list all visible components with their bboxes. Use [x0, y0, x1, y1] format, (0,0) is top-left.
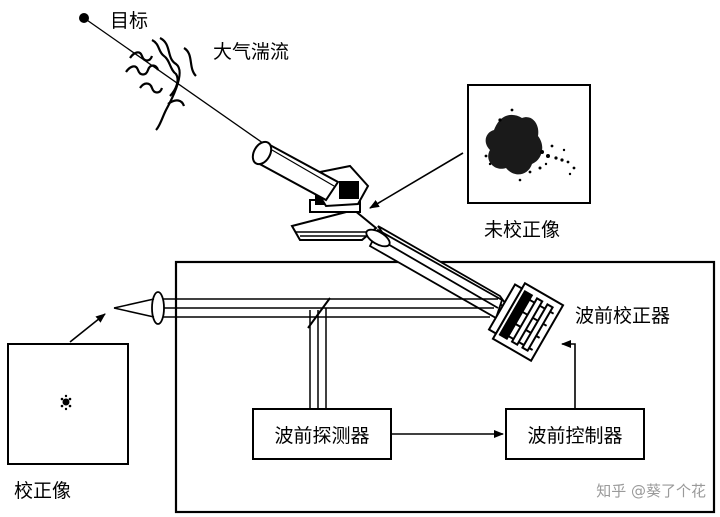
wavefront-controller-box	[505, 408, 645, 460]
watermark: 知乎 @葵了个花	[596, 482, 706, 500]
vertical-beam	[309, 308, 327, 409]
controller-to-corrector-arrow	[561, 340, 576, 409]
instrument-box	[174, 260, 716, 514]
uncorrected-image-label: 未校正像	[484, 219, 560, 241]
corrected-image-arrow	[69, 313, 106, 343]
turbulence-label: 大气湍流	[213, 41, 289, 63]
focus-cone	[113, 298, 155, 318]
uncorrected-blur-spot	[484, 108, 576, 182]
corrected-image-label: 校正像	[14, 480, 71, 502]
wavefront-sensor-label: 波前探测器	[274, 425, 369, 447]
wavefront-corrector-label: 波前校正器	[575, 305, 670, 327]
line-of-sight	[83, 17, 291, 163]
wavefront-controller-label: 波前控制器	[527, 425, 622, 447]
target-label: 目标	[110, 10, 148, 32]
beam-splitter	[307, 297, 331, 329]
uncorrected-image-arrow	[369, 152, 464, 209]
lens	[151, 291, 165, 325]
horizontal-beam	[162, 298, 498, 318]
telescope	[251, 140, 378, 241]
wavefront-corrector	[487, 281, 565, 363]
light-tube	[365, 225, 511, 320]
turbulence-waves	[125, 37, 197, 131]
corrected-spot	[60, 394, 72, 411]
